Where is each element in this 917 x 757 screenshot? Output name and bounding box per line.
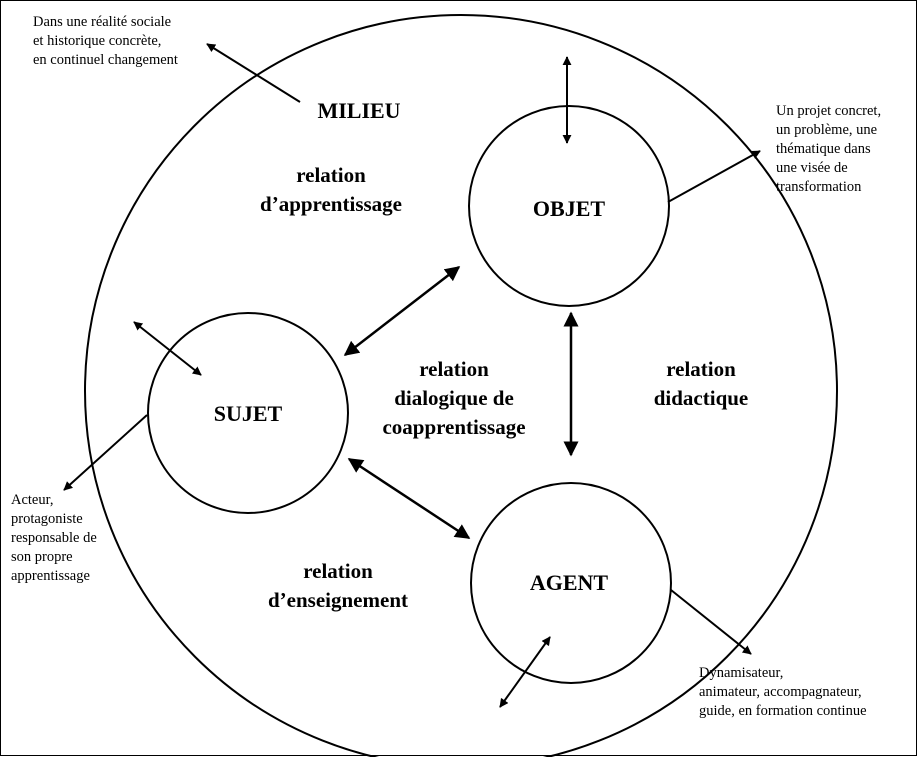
relation-dialogique-line-3: coapprentissage [382, 415, 526, 439]
objet-note-pointer [667, 150, 761, 203]
agent-label: AGENT [529, 570, 609, 595]
relation-didactique-line-1: relation [666, 357, 736, 381]
sujet-note-pointer [63, 414, 148, 491]
relation-enseignement: relation d’enseignement [238, 557, 438, 615]
sujet-objet-arrow [343, 266, 461, 356]
agent-note-line-1: Dynamisateur, [699, 665, 784, 681]
relation-apprentissage: relation d’apprentissage [231, 161, 431, 219]
milieu-note-line-1: Dans une réalité sociale [33, 14, 172, 30]
objet-note-line-4: une visée de [776, 160, 848, 176]
relation-apprentissage-line-2: d’apprentissage [260, 192, 402, 216]
relation-didactique-line-2: didactique [653, 386, 749, 410]
milieu-note-line-3: en continuel changement [33, 52, 178, 68]
relation-enseignement-line-1: relation [303, 559, 373, 583]
sujet-note-line-3: responsable de [11, 530, 97, 546]
relation-didactique: relation didactique [606, 355, 796, 413]
objet-label: OBJET [532, 196, 606, 221]
objet-note: Un projet concret, un problème, une thém… [776, 102, 916, 197]
objet-note-line-1: Un projet concret, [776, 103, 882, 119]
sujet-note-line-5: apprentissage [11, 568, 90, 584]
relation-dialogique-line-2: dialogique de [394, 386, 514, 410]
objet-note-line-3: thématique dans [776, 141, 871, 157]
sujet-agent-arrow [347, 457, 471, 540]
agent-note: Dynamisateur, animateur, accompagnateur,… [699, 664, 913, 721]
agent-circle [470, 482, 672, 684]
sujet-note-line-4: son propre [11, 549, 73, 565]
agent-note-line-3: guide, en formation continue [699, 703, 867, 719]
sujet-note: Acteur, protagoniste responsable de son … [11, 491, 131, 586]
relation-dialogique-line-1: relation [419, 357, 489, 381]
sujet-note-line-2: protagoniste [11, 511, 83, 527]
agent-note-pointer [670, 589, 752, 655]
sujet-milieu-arrow [133, 321, 202, 376]
milieu-note: Dans une réalité sociale et historique c… [33, 13, 223, 70]
milieu-note-pointer [206, 43, 301, 103]
objet-note-line-2: un problème, une [776, 122, 878, 138]
relation-enseignement-line-2: d’enseignement [268, 588, 408, 612]
sujet-circle [147, 312, 349, 514]
milieu-note-line-2: et historique concrète, [33, 33, 162, 49]
sujet-label: SUJET [213, 401, 283, 426]
agent-milieu-arrow [499, 636, 551, 708]
milieu-circle [84, 14, 838, 757]
agent-note-line-2: animateur, accompagnateur, [699, 684, 862, 700]
relation-dialogique: relation dialogique de coapprentissage [344, 355, 564, 442]
relation-apprentissage-line-1: relation [296, 163, 366, 187]
objet-note-line-5: transformation [776, 179, 862, 195]
sujet-note-line-1: Acteur, [11, 492, 54, 508]
milieu-label: MILIEU [317, 98, 401, 123]
